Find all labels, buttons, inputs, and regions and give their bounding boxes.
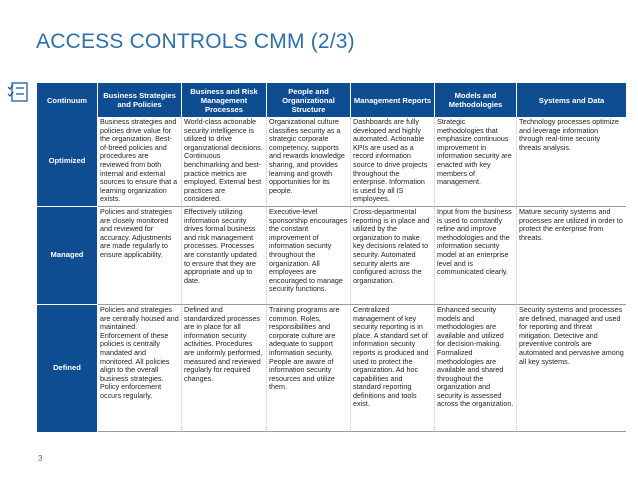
table-cell: World-class actionable security intellig… [182, 117, 267, 207]
table-row: Managed Policies and strategies are clos… [37, 206, 626, 305]
table-cell: Centralized management of key security r… [351, 304, 435, 432]
table-cell: Cross-departmental reporting is in place… [351, 206, 435, 305]
header-systems-data: Systems and Data [517, 83, 626, 117]
table-cell: Policies and strategies are closely moni… [98, 206, 182, 305]
table-cell: Effectively utilizing information securi… [182, 206, 267, 305]
checklist-icon [7, 82, 28, 102]
table-cell: Business strategies and policies drive v… [98, 117, 182, 207]
table-cell: Training programs are common. Roles, res… [267, 304, 351, 432]
row-level-managed: Managed [37, 206, 98, 305]
header-management-reports: Management Reports [351, 83, 435, 117]
table-cell: Organizational culture classifies securi… [267, 117, 351, 207]
table-cell: Technology processes optimize and levera… [517, 117, 626, 207]
table-header-row: Continuum Business Strategies and Polici… [37, 83, 626, 117]
table-cell: Policies and strategies are centrally ho… [98, 304, 182, 432]
access-controls-cmm-table: Continuum Business Strategies and Polici… [37, 83, 626, 432]
row-level-defined: Defined [37, 304, 98, 432]
table-cell: Mature security systems and processes ar… [517, 207, 626, 305]
table-cell: Dashboards are fully developed and highl… [351, 117, 435, 207]
table-cell: Defined and standardized processes are i… [182, 304, 267, 432]
table-row: Defined Policies and strategies are cent… [37, 304, 626, 432]
page-title: ACCESS CONTROLS CMM (2/3) [36, 30, 355, 53]
table-cell: Enhanced security models and methodologi… [435, 304, 517, 432]
row-level-optimized: Optimized [37, 117, 98, 207]
header-continuum: Continuum [37, 83, 98, 117]
table-cell: Executive-level sponsorship encourages t… [267, 206, 351, 305]
table-cell: Input from the business is used to const… [435, 206, 517, 305]
header-business-strategies: Business Strategies and Policies [98, 83, 182, 117]
header-business-risk-processes: Business and Risk Management Processes [182, 83, 267, 117]
page-number: 3 [38, 454, 43, 463]
header-models-methodologies: Models and Methodologies [435, 83, 517, 117]
header-people-structure: People and Organizational Structure [267, 83, 351, 117]
table-row: Optimized Business strategies and polici… [37, 117, 626, 207]
table-cell: Strategic methodologies that emphasize c… [435, 117, 517, 207]
table-cell: Security systems and processes are defin… [517, 305, 626, 432]
